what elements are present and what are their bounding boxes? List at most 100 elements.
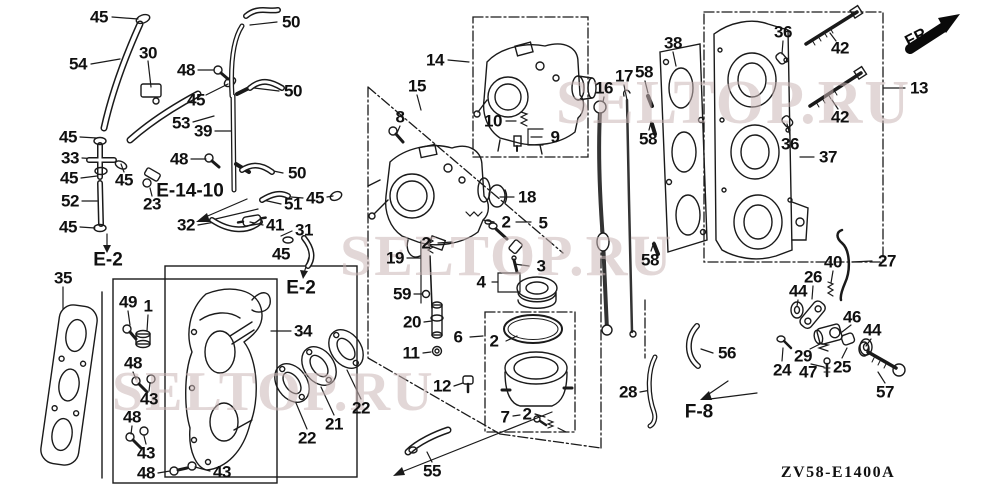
screw-5: [488, 222, 509, 241]
group-boxes-solid: [101, 265, 358, 484]
valve-holder: [508, 239, 523, 255]
part-number-label: 4: [476, 272, 486, 292]
part-number-label: 31: [295, 220, 313, 240]
part-number-label: 24: [773, 360, 791, 380]
pivot-46: [813, 323, 843, 345]
ref-label: E-14-10: [156, 180, 224, 202]
nut-43: [139, 426, 149, 436]
screw-48: [213, 65, 230, 81]
part-number-label: 11: [402, 343, 420, 363]
part-number-label: 45: [90, 7, 108, 27]
float-4: [516, 276, 558, 309]
bushing-25: [840, 332, 856, 346]
part-number-label: 59: [393, 284, 411, 304]
part-number-label: 35: [54, 268, 72, 288]
part-number-label: 32: [177, 215, 195, 235]
part-number-label: 42: [831, 107, 849, 127]
hose-55: [404, 426, 452, 456]
drain-screw: [546, 419, 567, 433]
part-number-label: 33: [61, 148, 79, 168]
part-number-label: 47: [799, 362, 817, 382]
spring-10: [519, 111, 529, 127]
screw-24: [776, 335, 793, 350]
part-number-label: 5: [538, 213, 548, 233]
part-number-label: 50: [288, 163, 306, 183]
part-number-label: 45: [306, 188, 324, 208]
part-number-label: 58: [641, 250, 659, 270]
spring-19: [426, 237, 435, 254]
part-number-label: 34: [294, 321, 312, 341]
cap-36: [775, 52, 788, 65]
e-2-right-arrowhead: [300, 270, 308, 279]
spring-2: [465, 211, 483, 217]
screw-49: [122, 324, 138, 341]
ref-label: F-8: [684, 401, 714, 423]
spring-40: [826, 281, 835, 297]
part-number-label: 9: [550, 127, 560, 147]
rod-17: [625, 98, 634, 334]
part-number-label: 26: [804, 267, 822, 287]
clamp-45: [329, 190, 343, 202]
insulator-gaskets: [274, 329, 364, 403]
part-number-label: 49: [119, 292, 137, 312]
part-number-label: 44: [789, 281, 807, 301]
pin-3: [511, 255, 519, 274]
bolt-48: [169, 466, 189, 476]
part-number-label: 20: [403, 312, 421, 332]
part-number-label: 8: [395, 107, 405, 127]
part-number-label: 43: [140, 389, 158, 409]
ref-arrows: [103, 198, 758, 476]
box-insulators: [164, 265, 358, 478]
part-number-label: 2: [421, 233, 431, 253]
jet-9: [513, 135, 522, 152]
ref-label: E-2: [93, 249, 123, 271]
part-number-label: 6: [453, 327, 463, 347]
f-8-arrowhead: [700, 391, 712, 400]
part-number-label: 29: [794, 346, 812, 366]
part-number-label: 48: [177, 60, 195, 80]
nut-11: [431, 345, 443, 357]
part-number-label: 28: [619, 382, 637, 402]
part-number-label: 12: [433, 376, 451, 396]
float-bowl-group: [500, 314, 574, 433]
clamp-45: [282, 236, 294, 244]
part-number-label: 46: [843, 307, 861, 327]
joint-30: [140, 83, 162, 98]
part-number-label: 48: [170, 149, 188, 169]
cap-18: [488, 184, 508, 208]
cap-36: [781, 115, 794, 128]
part-number-label: 39: [194, 121, 212, 141]
fr-direction-arrow: [905, 14, 960, 54]
bowl-rim: [504, 351, 568, 385]
part-number-label: 43: [137, 443, 155, 463]
bolt-48: [125, 432, 143, 450]
clamp-45: [135, 13, 151, 25]
link-26: [799, 300, 826, 330]
part-number-label: 25: [833, 357, 851, 377]
part-number-label: 57: [876, 382, 894, 402]
needle-19: [429, 255, 433, 309]
bolts-42: [775, 4, 868, 128]
carburetor-15: [367, 126, 508, 258]
part-number-label: 44: [863, 320, 881, 340]
e-2-left-arrowhead: [103, 245, 111, 253]
throttle-link-cluster: [776, 228, 906, 378]
part-number-label: 53: [172, 113, 190, 133]
hoses-56-28: [646, 323, 701, 429]
part-number-label: 45: [187, 90, 205, 110]
part-number-label: 14: [426, 50, 444, 70]
fuel-hose-group-left: [86, 7, 343, 269]
bolt-57: [858, 341, 906, 377]
diagram-code: ZV58-E1400A: [780, 464, 896, 481]
part-number-label: 36: [774, 22, 792, 42]
part-number-label: 16: [595, 78, 613, 98]
bowl-arrowhead: [393, 467, 405, 476]
nut-43: [146, 374, 156, 384]
rod-27: [836, 228, 851, 302]
ref-label: E-2: [286, 277, 316, 299]
part-number-label: 55: [423, 461, 441, 481]
bracket: [791, 201, 809, 241]
nut-43: [187, 461, 197, 471]
bowl-gasket-2: [503, 314, 563, 344]
